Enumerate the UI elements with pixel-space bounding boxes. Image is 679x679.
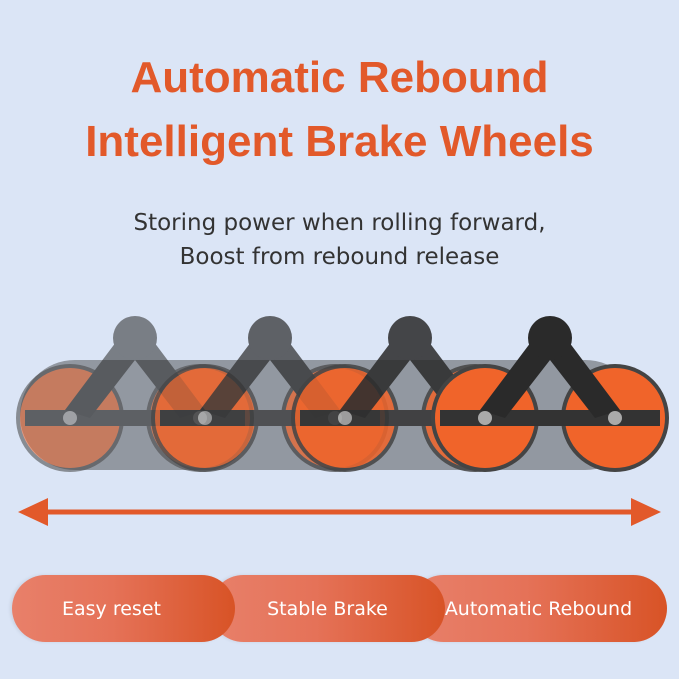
feature-pill-stable-brake: Stable Brake [210,575,445,642]
subheadline-line-1: Storing power when rolling forward, [133,210,546,236]
ab-roller-product-image [16,316,669,472]
feature-pill-easy-reset: Easy reset [12,575,235,642]
feature-label: Stable Brake [267,597,388,620]
feature-label: Automatic Rebound [444,597,633,620]
ab-roller-4 [431,316,669,472]
headline-line-1: Automatic Rebound [130,53,549,102]
subheadline-line-2: Boost from rebound release [179,244,500,270]
double-arrow-icon [18,498,661,526]
feature-pill-automatic-rebound: Automatic Rebound [410,575,667,642]
headline-line-2: Intelligent Brake Wheels [85,117,594,166]
feature-label: Easy reset [62,597,161,620]
